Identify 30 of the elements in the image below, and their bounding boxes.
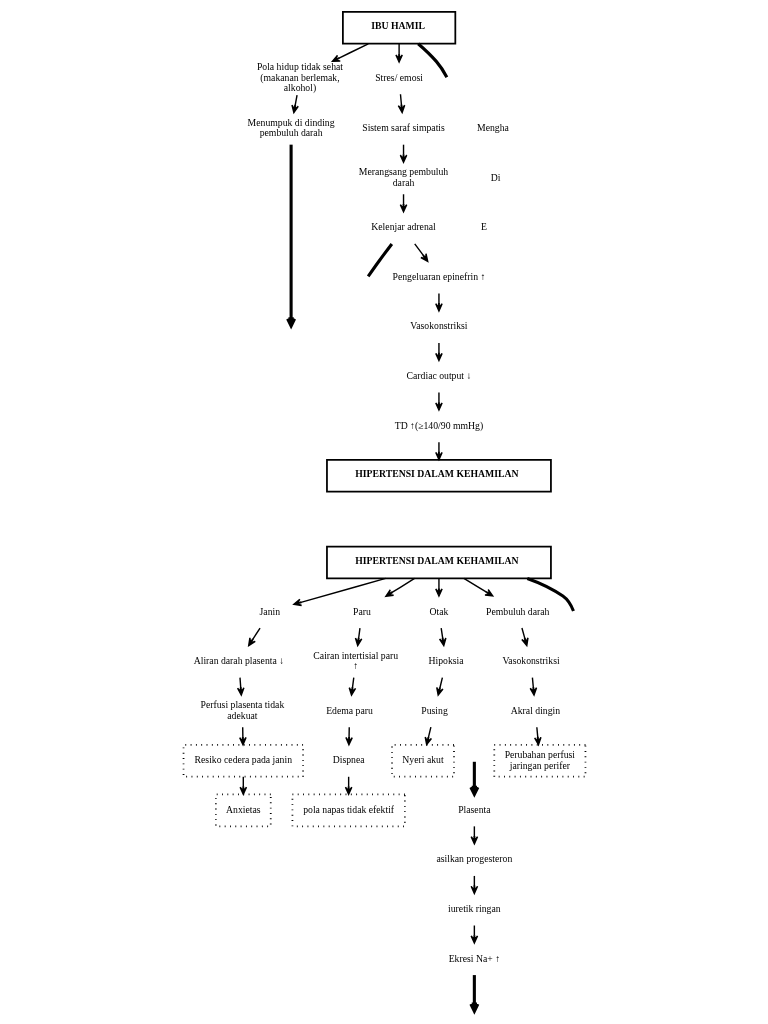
node-text: Perfusi plasenta tidak adekuat (200, 699, 284, 721)
node-text: Plasenta (457, 803, 491, 815)
label: E (480, 221, 487, 233)
node-text: Vasokonstriksi (501, 655, 560, 667)
node-text: Merangsang pembuluh darah (358, 166, 448, 189)
node-text: Cairan intertisial paru ↑ (312, 649, 398, 672)
node-text: Kelenjar adrenal (370, 221, 436, 233)
node-text: asilkan progesteron (435, 853, 512, 865)
node-text: Menumpuk di dinding pembuluh darah (247, 116, 335, 139)
node-text: Paru (352, 605, 371, 617)
label: Mengha (476, 122, 509, 134)
node-text: Pengeluaran epinefrin ↑ (392, 270, 485, 282)
node-text: Cardiac output ↓ (406, 370, 471, 382)
node-text: Ekresi Na+ ↑ (448, 952, 500, 964)
node-text: Pola hidup tidak sehat (makanan berlemak, alkohol) (256, 61, 343, 94)
node-text: Aliran darah plasenta ↓ (193, 655, 284, 667)
node-text: Janin (259, 605, 280, 617)
node-text: Pembuluh darah (485, 605, 549, 617)
label: Di (490, 171, 500, 183)
node-text: TD ↑(≥140/90 mmHg) (394, 419, 483, 431)
node-text: Hipoksia (427, 655, 464, 667)
node-text: Edema paru (325, 704, 373, 716)
node-text: Sistem saraf simpatis (361, 122, 445, 134)
node-text: Dispnea (332, 754, 365, 766)
node-text: Akral dingin (510, 704, 560, 716)
node-text: Pusing (420, 704, 448, 716)
node-text: Stres/ emosi (374, 71, 423, 83)
node-text: Otak (428, 605, 448, 617)
node-text: Vasokonstriksi (409, 320, 468, 332)
node-text: iuretik ringan (447, 902, 501, 914)
